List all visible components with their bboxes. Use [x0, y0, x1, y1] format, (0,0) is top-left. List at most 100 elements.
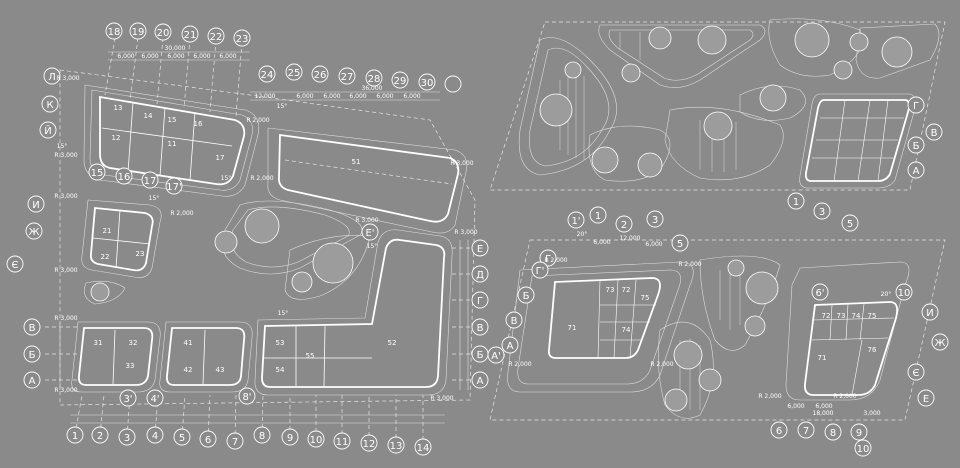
dimension-text: 3,000 — [863, 410, 880, 417]
dimension-text: 6,000 — [141, 53, 158, 60]
axis-label: Г' — [536, 266, 545, 277]
annotations-a: 6,000 6,000 6,000 6,000 6,000 30,000 12,… — [54, 45, 477, 402]
dimension-text: 6,000 — [593, 239, 610, 246]
axis-label: Е — [477, 244, 483, 255]
axis-label: 9 — [856, 428, 862, 439]
axis-label: 8 — [830, 428, 836, 439]
axis-label: Ж — [29, 227, 40, 238]
axis-label: 14 — [417, 443, 430, 454]
room-label: 73 — [606, 286, 615, 294]
axis-label: 3 — [819, 207, 825, 218]
dimension-text: 6,000 — [296, 93, 313, 100]
axis-label: 16 — [118, 172, 131, 183]
room-label: 74 — [852, 312, 861, 320]
dimension-text: 6,000 — [815, 403, 832, 410]
radius-text: R 3,000 — [54, 267, 77, 274]
axis-label: 1 — [793, 197, 799, 208]
tree-icon — [214, 230, 238, 254]
tree-icon — [833, 60, 853, 80]
room-label: 14 — [144, 112, 153, 120]
room-label: 52 — [388, 339, 397, 347]
dimension-text: 6,000 — [376, 93, 393, 100]
tree-icon — [539, 93, 573, 127]
axis-label: Д — [476, 270, 484, 281]
axis-label: 22 — [210, 32, 223, 43]
radius-text: R 2,000 — [508, 361, 531, 368]
axis-label: Г — [913, 101, 919, 112]
axis-label: 23 — [236, 34, 249, 45]
axis-label: Ж — [935, 338, 946, 349]
room-label: 74 — [622, 326, 631, 334]
axis-label: 4 — [152, 431, 158, 442]
axis-label: 28 — [368, 74, 381, 85]
radius-text: R 3,000 — [450, 160, 473, 167]
room-label: 21 — [103, 227, 112, 235]
axis-label: В — [511, 316, 518, 327]
tree-icon — [744, 315, 766, 337]
axis-label: 19 — [132, 27, 145, 38]
dimension-text: 12,000 — [255, 93, 276, 100]
tree-icon — [637, 152, 663, 178]
room-label: 72 — [822, 312, 831, 320]
axis-label: А — [913, 166, 920, 177]
dimension-text: 6,000 — [167, 53, 184, 60]
tree-icon — [90, 282, 110, 302]
axis-label: 13 — [390, 441, 403, 452]
room-label: 13 — [114, 104, 123, 112]
axis-label: Б — [29, 350, 36, 361]
tree-icon — [621, 63, 641, 83]
site-boundary-c — [489, 239, 946, 421]
axis-label: В — [931, 128, 938, 139]
axis-label: 4' — [150, 394, 159, 405]
axis-label: В — [29, 323, 36, 334]
angle-text: 15° — [221, 175, 232, 182]
room-label: 71 — [818, 354, 827, 362]
axis-label: 29 — [394, 76, 407, 87]
axis-label: 27 — [341, 72, 354, 83]
building-3 — [77, 327, 154, 386]
building-51 — [278, 133, 460, 223]
axis-label: Є — [12, 260, 19, 271]
axis-label: Г — [545, 254, 551, 265]
plan-b: 1 3 5 Г В Б А — [489, 18, 946, 232]
axis-label: Е — [923, 394, 929, 405]
angle-text: 15° — [277, 103, 288, 110]
axis-label: Л — [48, 72, 56, 83]
annotations-c: 6,000 12,000 6,000 6,000 6,000 18,000 3,… — [508, 231, 891, 417]
tree-icon — [291, 271, 313, 293]
axis-label: 3' — [123, 394, 132, 405]
room-label: 51 — [352, 158, 361, 166]
dimension-text: 6,000 — [787, 403, 804, 410]
tree-icon — [727, 259, 745, 277]
axis-label: 3 — [652, 215, 658, 226]
axis-label: 25 — [288, 68, 301, 79]
axis-label: 10 — [857, 444, 870, 455]
axis-label: 1 — [72, 431, 78, 442]
radius-text: R 2,000 — [833, 393, 856, 400]
site-boundary-a — [59, 69, 476, 406]
room-label: 55 — [306, 352, 315, 360]
dimension-text: 36,000 — [362, 85, 383, 92]
room-label: 75 — [641, 294, 650, 302]
radius-text: R 3,000 — [54, 387, 77, 394]
axis-label: 10 — [898, 288, 911, 299]
axis-label: Й — [44, 124, 51, 137]
axis-label: 6' — [815, 288, 824, 299]
dimension-text: 6,000 — [193, 53, 210, 60]
room-label: 71 — [568, 324, 577, 332]
tree-icon — [564, 61, 582, 79]
tree-icon — [794, 22, 830, 58]
axis-label: 18 — [108, 27, 121, 38]
axis-label: 8' — [242, 392, 251, 403]
dimension-text: 6,000 — [349, 93, 366, 100]
axis-label: 3 — [124, 433, 130, 444]
axis-label: А — [507, 341, 514, 352]
axis-label: 30 — [421, 78, 434, 89]
radius-text: R 2,000 — [650, 361, 673, 368]
plan-a: 18 19 20 21 22 23 24 25 26 27 28 29 30 1… — [6, 22, 489, 456]
building-4 — [165, 327, 246, 386]
room-label: 75 — [868, 312, 877, 320]
room-label: 33 — [126, 362, 135, 370]
tree-icon — [703, 111, 733, 141]
